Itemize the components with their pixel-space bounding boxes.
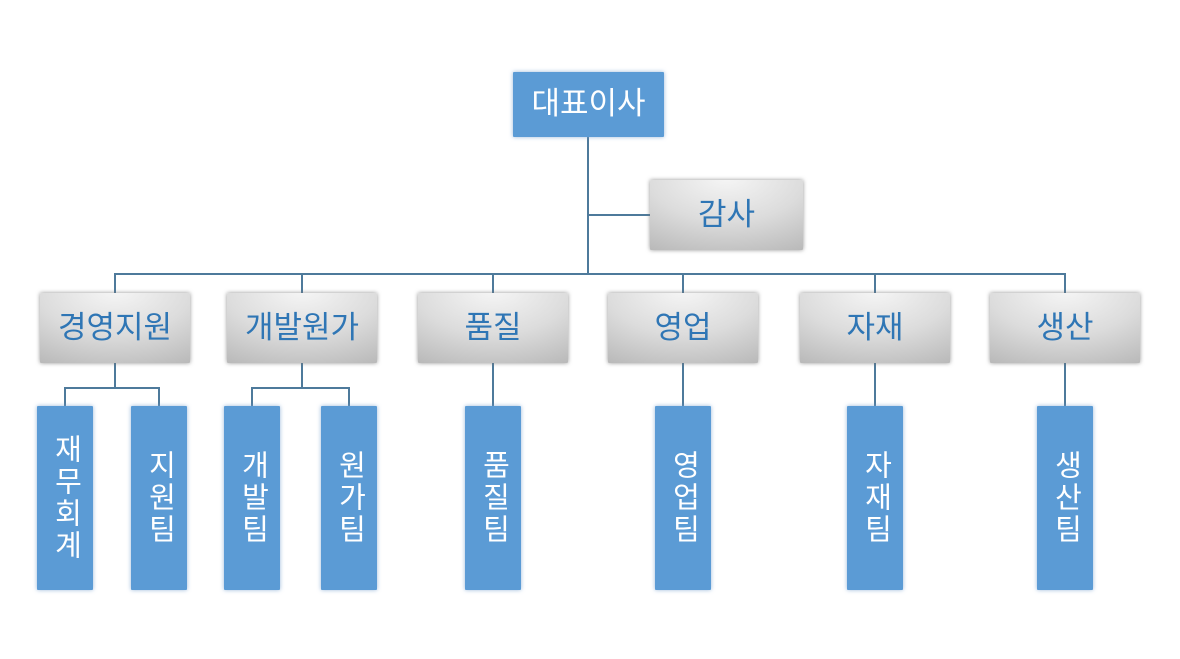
node-team-label: 개발팀	[236, 450, 269, 546]
node-team-development: 개발팀	[224, 406, 280, 590]
connector-team4-stub	[348, 387, 350, 407]
node-dept-dev-cost: 개발원가	[227, 293, 377, 363]
connector-dept6-child	[1064, 363, 1066, 407]
connector-audit-branch	[588, 214, 651, 216]
connector-team1-stub	[64, 387, 66, 407]
node-team-label: 재무회계	[49, 434, 82, 562]
connector-dept1-branch	[64, 387, 160, 389]
connector-dept4-child	[682, 363, 684, 407]
node-team-label: 지원팀	[143, 450, 176, 546]
node-team-finance-accounting: 재무회계	[37, 406, 93, 590]
node-team-cost: 원가팀	[321, 406, 377, 590]
node-dept-sales: 영업	[608, 293, 758, 363]
connector-dept5-stub-top	[874, 273, 876, 294]
node-team-quality: 품질팀	[465, 406, 521, 590]
node-team-label: 자재팀	[859, 450, 892, 546]
connector-dept4-stub-top	[682, 273, 684, 294]
node-dept-label: 생산	[1036, 309, 1094, 345]
connector-dept2-stub-bottom	[301, 363, 303, 388]
node-team-support: 지원팀	[131, 406, 187, 590]
connector-dept3-stub-top	[492, 273, 494, 294]
node-dept-quality: 품질	[418, 293, 568, 363]
node-team-sales: 영업팀	[655, 406, 711, 590]
node-team-materials: 자재팀	[847, 406, 903, 590]
node-team-label: 영업팀	[667, 450, 700, 546]
node-dept-label: 영업	[654, 309, 712, 345]
node-ceo-label: 대표이사	[531, 86, 646, 122]
node-team-production: 생산팀	[1037, 406, 1093, 590]
node-team-label: 생산팀	[1049, 450, 1082, 546]
connector-dept1-stub-bottom	[114, 363, 116, 388]
node-team-label: 원가팀	[333, 450, 366, 546]
connector-dept3-child	[492, 363, 494, 407]
node-dept-management-support: 경영지원	[40, 293, 190, 363]
node-team-label: 품질팀	[477, 450, 510, 546]
node-dept-label: 자재	[846, 309, 904, 345]
node-dept-label: 경영지원	[57, 309, 173, 345]
node-dept-materials: 자재	[800, 293, 950, 363]
connector-team3-stub	[251, 387, 253, 407]
connector-dept2-stub-top	[301, 273, 303, 294]
node-dept-label: 품질	[464, 309, 522, 345]
connector-dept6-stub-top	[1064, 273, 1066, 294]
node-ceo: 대표이사	[513, 72, 664, 137]
node-dept-label: 개발원가	[244, 309, 360, 345]
connector-team2-stub	[158, 387, 160, 407]
connector-dept1-stub-top	[114, 273, 116, 294]
connector-root-vertical	[587, 137, 589, 275]
connector-dept5-child	[874, 363, 876, 407]
node-audit: 감사	[650, 180, 803, 250]
connector-dept2-branch	[251, 387, 350, 389]
connector-level2-bus	[114, 273, 1066, 275]
node-dept-production: 생산	[990, 293, 1140, 363]
node-audit-label: 감사	[697, 196, 756, 232]
